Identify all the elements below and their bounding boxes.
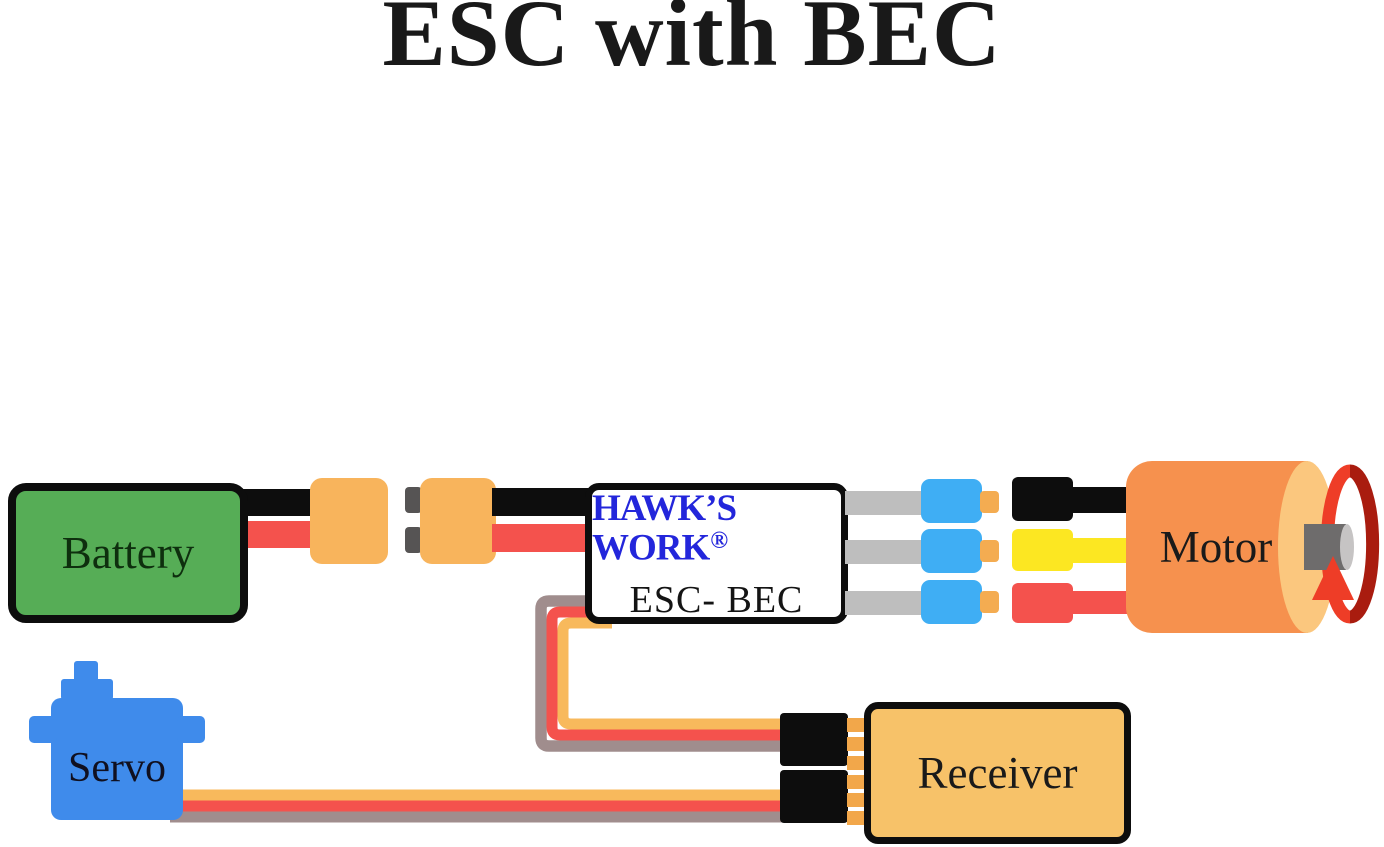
motor-lead-black bbox=[1012, 477, 1073, 521]
receiver-pin bbox=[847, 811, 865, 825]
phase-wire-gray bbox=[845, 491, 927, 515]
esc-model-label: ESC- BEC bbox=[629, 578, 804, 621]
motor-lead-black-wire bbox=[1070, 487, 1132, 513]
esc-input-wire-red bbox=[492, 524, 594, 552]
servo-mount-tab-right bbox=[177, 716, 205, 743]
bullet-tip bbox=[980, 540, 999, 562]
receiver-pin bbox=[847, 756, 865, 770]
receiver-pin bbox=[847, 737, 865, 751]
bullet-connector-blue bbox=[921, 529, 982, 573]
servo-label-wrap: Servo bbox=[51, 744, 183, 792]
esc-input-wire-black bbox=[492, 488, 594, 516]
receiver-label: Receiver bbox=[917, 748, 1078, 798]
esc-receiver-cable bbox=[535, 595, 786, 752]
receiver-plug-esc bbox=[780, 713, 848, 766]
motor-label-wrap: Motor bbox=[1128, 521, 1304, 573]
battery-label: Battery bbox=[61, 528, 195, 578]
rotation-arrowhead-icon bbox=[1312, 556, 1354, 600]
servo-mount-tab-left bbox=[29, 716, 57, 743]
phase-wire-gray bbox=[845, 591, 927, 615]
xt60-male-connector bbox=[420, 478, 496, 564]
motor-lead-yellow-wire bbox=[1070, 538, 1132, 563]
esc-cable-wire-brown bbox=[535, 595, 786, 752]
esc-brand-label: HAWK’S WORK® bbox=[592, 490, 841, 566]
xt60-pin bbox=[405, 487, 422, 513]
page-title: ESC with BEC bbox=[382, 0, 1002, 86]
receiver-pin bbox=[847, 775, 865, 789]
esc-box: HAWK’S WORK® ESC- BEC bbox=[585, 483, 848, 624]
servo-receiver-cable bbox=[170, 789, 790, 823]
receiver-pin bbox=[847, 793, 865, 807]
xt60-pin bbox=[405, 527, 422, 553]
rotation-ring-back bbox=[1349, 464, 1380, 624]
bullet-tip bbox=[980, 591, 999, 613]
motor-lead-red bbox=[1012, 583, 1073, 623]
motor-lead-yellow bbox=[1012, 529, 1073, 571]
esc-cable-wire-orange bbox=[557, 617, 786, 730]
esc-brand-text: HAWK’S WORK bbox=[592, 488, 737, 569]
bullet-connector-blue bbox=[921, 479, 982, 523]
bullet-connector-blue bbox=[921, 580, 982, 624]
battery-box: Battery bbox=[8, 483, 248, 623]
motor-body bbox=[1126, 461, 1308, 633]
registered-trademark-icon: ® bbox=[710, 528, 729, 555]
bullet-tip bbox=[980, 491, 999, 513]
esc-cable-wire-red bbox=[546, 606, 786, 741]
phase-wire-gray bbox=[845, 540, 927, 564]
servo-label: Servo bbox=[68, 745, 166, 791]
servo-output-shaft bbox=[74, 661, 98, 682]
motor-lead-red-wire bbox=[1070, 591, 1132, 614]
receiver-box: Receiver bbox=[864, 702, 1131, 844]
receiver-pin bbox=[847, 718, 865, 732]
receiver-plug-servo bbox=[780, 770, 848, 823]
servo-gear-housing bbox=[61, 679, 113, 700]
xt60-female-connector bbox=[310, 478, 388, 564]
servo-body bbox=[51, 698, 183, 820]
motor-label: Motor bbox=[1159, 522, 1273, 572]
